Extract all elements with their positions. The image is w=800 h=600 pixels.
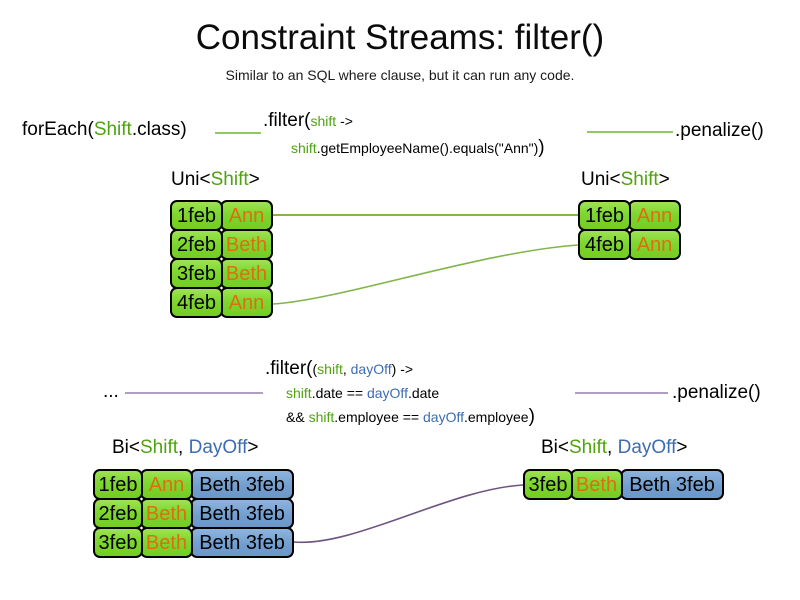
- shift-employee-cell: Beth: [570, 469, 623, 500]
- page-subtitle: Similar to an SQL where clause, but it c…: [225, 67, 575, 83]
- bi-right-prefix: Bi<: [541, 437, 569, 458]
- shift-date-cell: 3feb: [93, 527, 143, 558]
- uni-stream-label-left: Uni<Shift>: [171, 169, 260, 191]
- code2-body-line2: && shift.employee == dayOff.employee): [286, 406, 535, 428]
- uni-left-suffix: >: [248, 169, 260, 190]
- bi-stream-label-left: Bi<Shift, DayOff>: [112, 437, 258, 459]
- bottom-connector-curve: [293, 484, 524, 544]
- bi-right-suffix: >: [676, 437, 688, 458]
- dayoff-cell: Beth 3feb: [620, 469, 724, 500]
- uni-right-type: Shift: [620, 169, 659, 190]
- code1-filter-body: shift.getEmployeeName().equals("Ann")): [291, 137, 545, 159]
- code2-filter-head: .filter((shift, dayOff) ->: [265, 358, 413, 380]
- uni-left-prefix: Uni<: [171, 169, 211, 190]
- shift-table-top-left: Ann 1feb Beth 2feb Beth 3feb Ann 4feb: [170, 200, 273, 318]
- code2-line2-end: .date: [407, 385, 440, 401]
- code2-params-comma: ,: [342, 361, 351, 377]
- shift-date-cell: 2feb: [170, 229, 223, 260]
- code1-penalize: .penalize(): [675, 120, 764, 141]
- shift-date-cell: 1feb: [93, 469, 143, 500]
- code2-line2-mid: .date ==: [311, 385, 367, 401]
- bi-left-prefix: Bi<: [112, 437, 140, 458]
- shift-employee-cell: Ann: [140, 469, 193, 500]
- code2-closing-paren: ): [528, 406, 535, 427]
- code2-params-open: (: [312, 361, 318, 377]
- uni-right-suffix: >: [658, 169, 670, 190]
- code2-filter-call: .filter(: [265, 358, 313, 379]
- shift-employee-cell: Beth: [140, 527, 193, 558]
- shift-employee-cell: Beth: [140, 498, 193, 529]
- bi-right-comma: ,: [607, 437, 618, 458]
- code2-line2-shift: shift: [286, 385, 312, 401]
- code2-line3-dayoff: dayOff: [423, 409, 464, 425]
- code1-filter-call: .filter(: [263, 110, 311, 131]
- bi-left-type2: DayOff: [188, 437, 248, 458]
- uni-right-prefix: Uni<: [581, 169, 621, 190]
- shift-date-cell: 4feb: [578, 229, 631, 260]
- bi-left-comma: ,: [178, 437, 189, 458]
- code2-penalize: .penalize(): [672, 382, 761, 403]
- bi-table-bottom-left: Beth 3feb Ann 1feb Beth 3feb Beth 2feb B…: [93, 469, 294, 558]
- code1-body-var: shift: [291, 140, 317, 156]
- shift-table-top-right: Ann 1feb Ann 4feb: [578, 200, 681, 260]
- code1-foreach: forEach(Shift.class): [22, 119, 187, 141]
- shift-employee-cell: Beth: [220, 258, 273, 289]
- code1-body-rest: .getEmployeeName().equals("Ann"): [316, 140, 539, 156]
- bi-table-bottom-right: Beth 3feb Beth 3feb: [523, 469, 724, 500]
- shift-date-cell: 3feb: [523, 469, 573, 500]
- shift-employee-cell: Ann: [628, 200, 681, 231]
- code2-param-dayoff: dayOff: [350, 361, 392, 377]
- code2-params-close: ) ->: [391, 361, 414, 377]
- code1-filter-head: .filter(shift ->: [263, 110, 353, 132]
- bi-right-type2: DayOff: [617, 437, 677, 458]
- code1-closing-paren: ): [538, 137, 545, 158]
- dayoff-cell: Beth 3feb: [190, 498, 294, 529]
- bi-stream-label-right: Bi<Shift, DayOff>: [541, 437, 687, 459]
- dayoff-cell: Beth 3feb: [190, 469, 294, 500]
- top-row4-connector-curve: [272, 244, 579, 305]
- shift-employee-cell: Beth: [220, 229, 273, 260]
- shift-date-cell: 3feb: [170, 258, 223, 289]
- uni-left-type: Shift: [210, 169, 249, 190]
- shift-date-cell: 1feb: [578, 200, 631, 231]
- page-title: Constraint Streams: filter(): [195, 18, 605, 57]
- uni-stream-label-right: Uni<Shift>: [581, 169, 670, 191]
- code2-line3-shift: shift: [308, 409, 335, 425]
- shift-employee-cell: Ann: [220, 200, 273, 231]
- code2-ellipsis: ...: [103, 381, 119, 402]
- code2-line3-and: &&: [286, 409, 309, 425]
- code1-foreach-prefix: forEach(: [22, 119, 94, 140]
- code2-param-shift: shift: [317, 361, 343, 377]
- code1-lambda-arrow: ->: [336, 113, 353, 129]
- bi-right-type1: Shift: [569, 437, 608, 458]
- shift-date-cell: 1feb: [170, 200, 223, 231]
- code2-line3-mid: .employee ==: [334, 409, 423, 425]
- shift-employee-cell: Ann: [628, 229, 681, 260]
- code1-lambda-param: shift: [310, 113, 337, 129]
- dayoff-cell: Beth 3feb: [190, 527, 294, 558]
- shift-employee-cell: Ann: [220, 287, 273, 318]
- code1-foreach-type: Shift: [93, 119, 132, 140]
- shift-date-cell: 2feb: [93, 498, 143, 529]
- code2-line2-dayoff: dayOff: [366, 385, 408, 401]
- code2-line3-end: .employee: [464, 409, 529, 425]
- code2-body-line1: shift.date == dayOff.date: [286, 385, 439, 403]
- code1-foreach-suffix: .class): [131, 119, 187, 140]
- bi-left-suffix: >: [247, 437, 259, 458]
- shift-date-cell: 4feb: [170, 287, 223, 318]
- bi-left-type1: Shift: [140, 437, 179, 458]
